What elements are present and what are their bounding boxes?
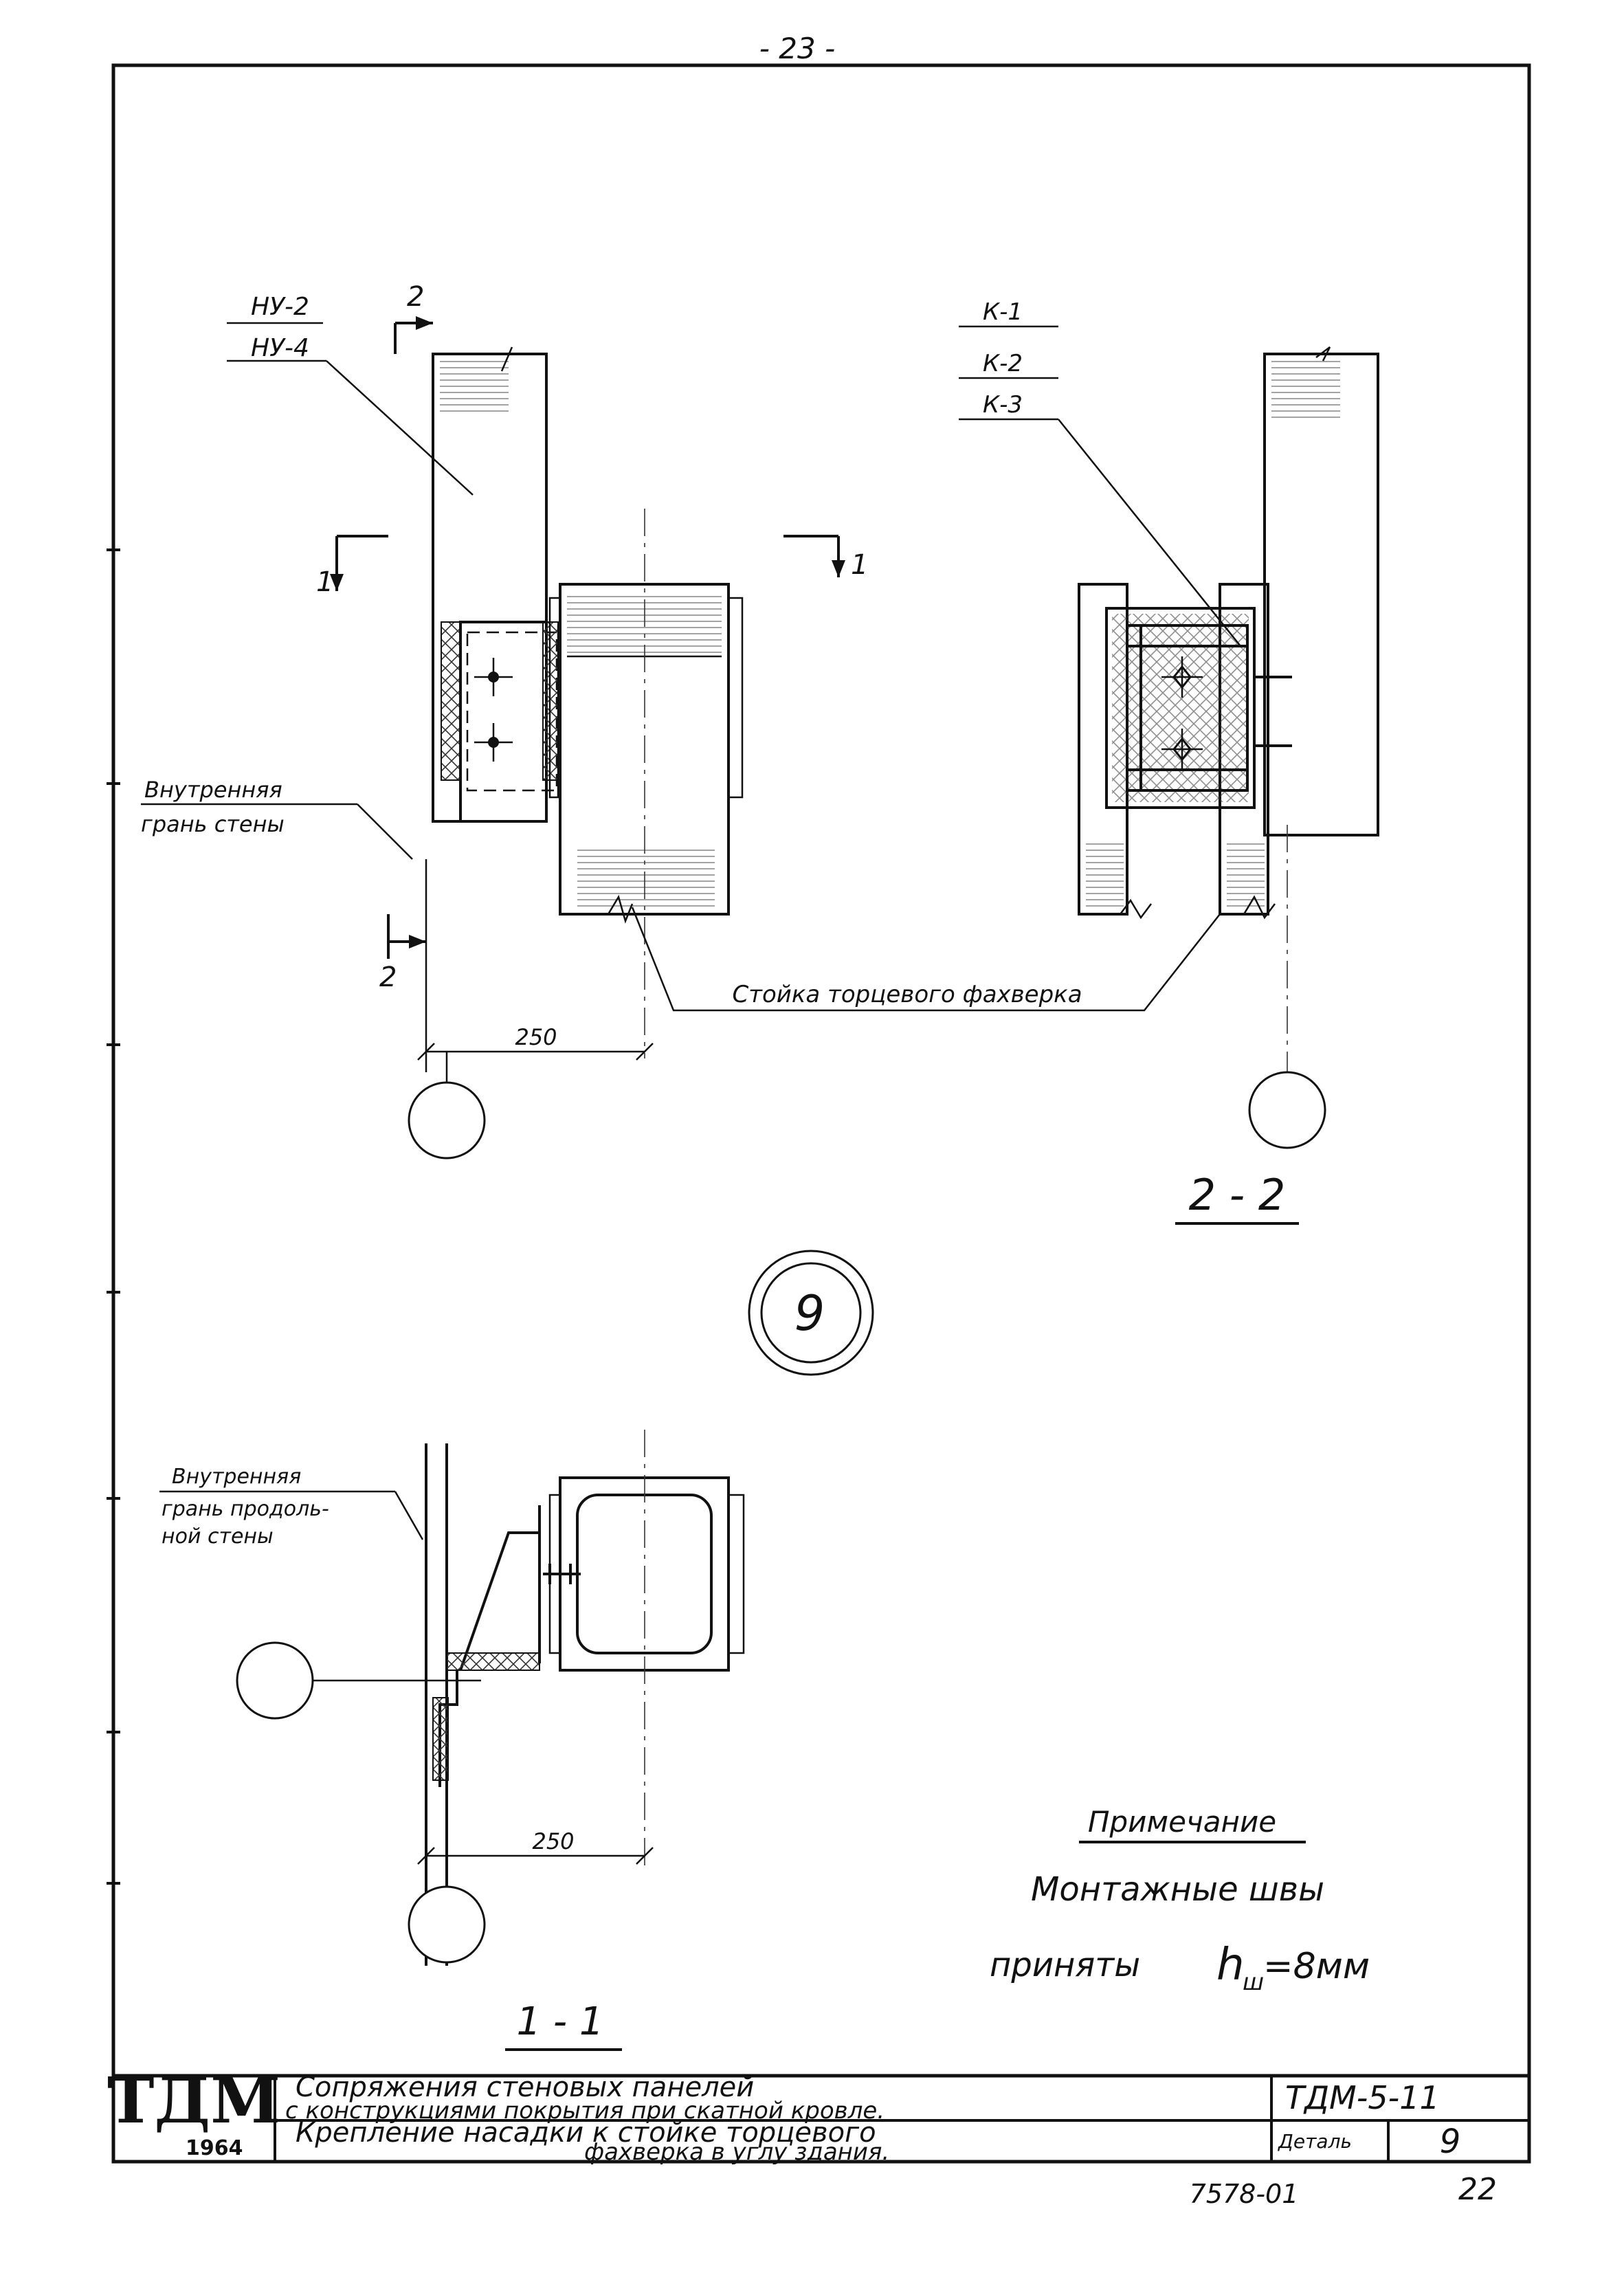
section-mark-1-left: 1 — [316, 566, 333, 598]
note-h-value: =8мм — [1263, 1946, 1370, 1987]
label-k1: К-1 — [983, 298, 1023, 326]
section-mark-2-top: 2 — [407, 281, 424, 313]
subtitle-line-2: фахверка в углу здания. — [584, 2138, 889, 2166]
dim-250-top: 250 — [515, 1024, 557, 1050]
doc-code: ТДМ-5-11 — [1285, 2079, 1440, 2116]
note-heading: Примечание — [1088, 1805, 1276, 1839]
label-k2: К-2 — [983, 350, 1023, 377]
dim-250-bottom: 250 — [532, 1828, 574, 1854]
view-title-1-1: 1 - 1 — [516, 1999, 603, 2044]
section-mark-1-right: 1 — [851, 549, 868, 581]
label-nu4: НУ-4 — [251, 334, 309, 362]
detail-label: Деталь — [1277, 2130, 1352, 2153]
detail-marker-number: 9 — [794, 1285, 825, 1342]
edge-ticks — [107, 548, 120, 1885]
sheet-number: 22 — [1458, 2172, 1497, 2207]
page-number: - 23 - — [759, 32, 835, 65]
note-h-sub: ш — [1243, 1969, 1264, 1996]
sheet-frame — [111, 63, 1531, 2164]
column-label: Стойка торцевого фахверка — [732, 981, 1082, 1008]
inner-face-label-1: Внутренняя — [144, 777, 282, 803]
label-nu2: НУ-2 — [251, 293, 309, 321]
subtitle-line-1: Крепление насадки к стойке торцевого — [296, 2117, 876, 2149]
inner-face-label-long-3: ной стены — [162, 1524, 274, 1549]
title-block: ТДМ 1964 Сопряжения стеновых панелей с к… — [107, 2063, 1529, 2166]
view-bottom-left: Внутренняя грань продоль- ной стены 250 … — [159, 1430, 745, 2051]
inner-face-label-2: грань стены — [141, 811, 285, 837]
view-top-right: К-1 К-2 К-3 2 - 2 — [959, 298, 1379, 1225]
title-line-2: с конструкциями покрытия при скатной кро… — [285, 2097, 885, 2125]
logo: ТДМ — [107, 2063, 280, 2138]
shared-column-label: Стойка торцевого фахверка — [631, 907, 1221, 1012]
view-title-2-2: 2 - 2 — [1189, 1170, 1286, 1220]
title-line-1: Сопряжения стеновых панелей — [296, 2072, 754, 2103]
label-k3: К-3 — [983, 391, 1023, 419]
inner-face-label-long-2: грань продоль- — [162, 1497, 329, 1521]
note: Примечание Монтажные швы приняты h ш =8м… — [990, 1805, 1370, 1996]
doc-number: 7578-01 — [1190, 2179, 1299, 2209]
year: 1964 — [186, 2136, 243, 2160]
note-h: h — [1216, 1940, 1245, 1991]
inner-face-label-long-1: Внутренняя — [172, 1465, 301, 1489]
detail-value: 9 — [1440, 2122, 1461, 2161]
detail-marker: 9 — [748, 1250, 874, 1376]
note-line2: приняты — [990, 1946, 1140, 1984]
note-line1: Монтажные швы — [1031, 1870, 1324, 1909]
section-mark-2-bottom: 2 — [379, 962, 397, 993]
view-top-left: НУ-2 НУ-4 2 2 1 1 Внутренняя грань стены… — [141, 281, 868, 1160]
